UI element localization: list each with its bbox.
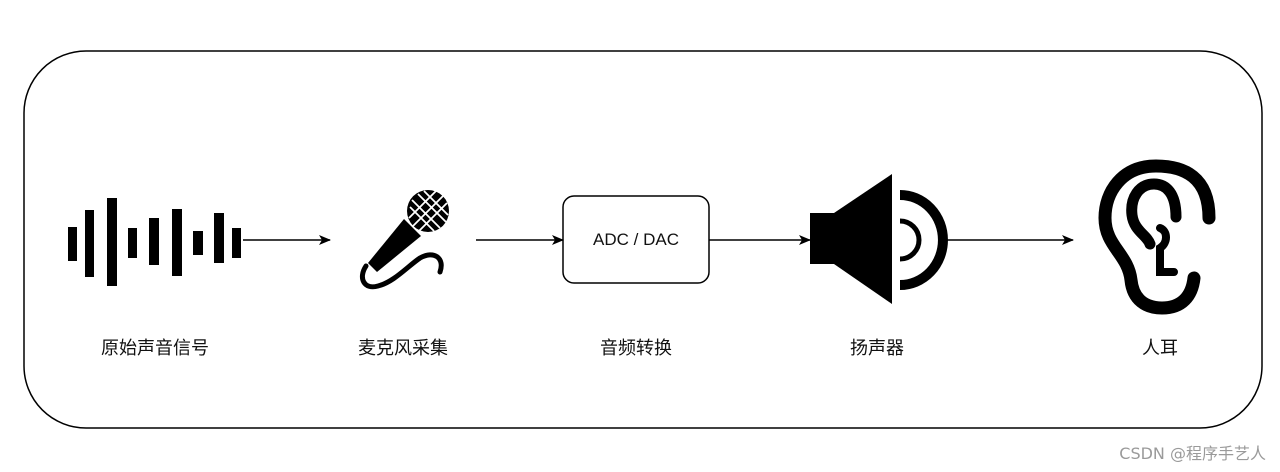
converter-box-text: ADC / DAC <box>593 229 679 249</box>
label-signal: 原始声音信号 <box>101 338 209 359</box>
ear-icon <box>1098 159 1216 315</box>
speaker-icon <box>810 174 948 304</box>
label-speaker: 扬声器 <box>850 338 904 359</box>
microphone-icon <box>360 190 449 290</box>
label-microphone: 麦克风采集 <box>358 338 448 359</box>
sound-wave-icon <box>68 198 241 286</box>
watermark: CSDN @程序手艺人 <box>1119 444 1266 463</box>
label-ear: 人耳 <box>1142 338 1178 359</box>
label-converter: 音频转换 <box>600 338 672 359</box>
outer-frame <box>23 50 1263 429</box>
